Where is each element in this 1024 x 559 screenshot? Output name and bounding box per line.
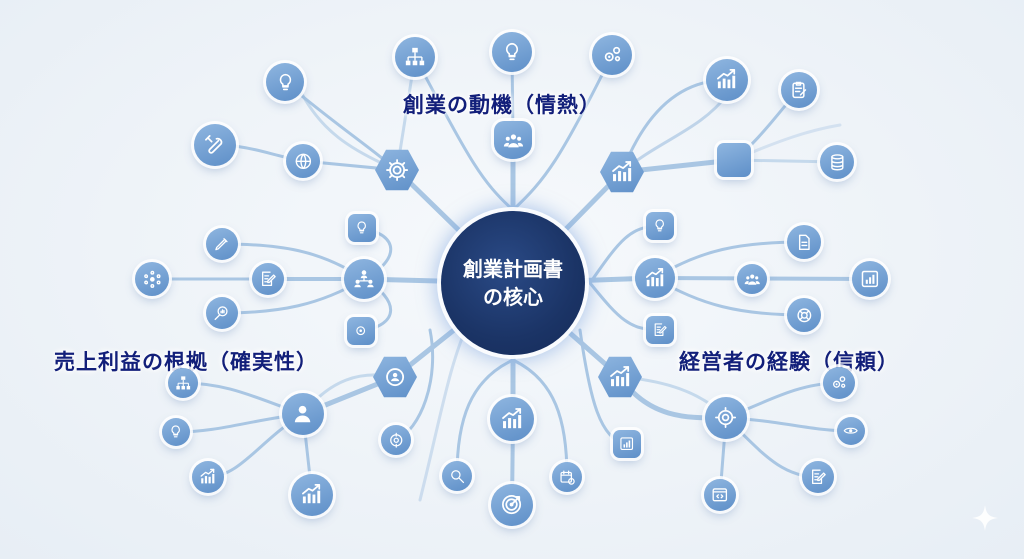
branch-label-motivation: 創業の動機（情熱） xyxy=(403,93,601,117)
node-search-b xyxy=(442,461,472,491)
user-icon xyxy=(282,393,324,435)
bullseye-icon xyxy=(491,484,533,526)
core-node: 創業計画書 の核心 xyxy=(441,211,585,355)
node-org-bl xyxy=(168,368,198,398)
node-clipboard-tr xyxy=(781,72,817,108)
database-icon xyxy=(820,145,854,179)
support-icon xyxy=(787,298,821,332)
node-bulb-bl xyxy=(162,418,190,446)
eye-icon xyxy=(837,417,865,445)
node-hub-tr xyxy=(717,143,751,177)
node-database-r xyxy=(820,145,854,179)
lightbulb-icon xyxy=(348,214,376,242)
node-pen-l xyxy=(206,228,238,260)
analytics-search-icon xyxy=(206,297,238,329)
lightbulb-icon xyxy=(266,63,304,101)
node-gear-br xyxy=(705,397,747,439)
wrench-icon xyxy=(194,124,236,166)
node-bar-r xyxy=(852,261,888,297)
growth-chart-icon xyxy=(192,461,224,493)
growth-chart-icon xyxy=(490,397,534,441)
node-code-br xyxy=(704,479,736,511)
node-bar-sq-b xyxy=(613,430,641,458)
clipboard-icon xyxy=(781,72,817,108)
node-globe-l xyxy=(286,144,320,178)
node-bulb-sq-r xyxy=(646,212,674,240)
target-icon xyxy=(381,425,411,455)
team-structure-icon xyxy=(344,259,384,299)
lightbulb-icon xyxy=(492,32,532,72)
bar-chart-icon xyxy=(852,261,888,297)
node-calendar-b xyxy=(552,462,582,492)
org-chart-icon xyxy=(395,37,435,77)
node-eye-br xyxy=(837,417,865,445)
node-org-top xyxy=(395,37,435,77)
search-icon xyxy=(442,461,472,491)
node-gear-hex-tl xyxy=(375,149,419,191)
document-edit-icon xyxy=(252,263,284,295)
node-chart-b xyxy=(490,397,534,441)
node-support-r xyxy=(787,298,821,332)
node-edit-br xyxy=(802,461,834,493)
sparkle-icon xyxy=(972,505,998,531)
team-icon xyxy=(494,121,532,159)
growth-chart-icon xyxy=(706,59,748,101)
document-icon xyxy=(787,225,821,259)
org-chart-icon xyxy=(168,368,198,398)
network-icon xyxy=(135,262,169,296)
document-edit-icon xyxy=(646,316,674,344)
team-icon xyxy=(737,264,767,294)
lightbulb-icon xyxy=(646,212,674,240)
user-gear-icon xyxy=(373,357,417,397)
node-gears-br xyxy=(823,367,855,399)
growth-chart-icon xyxy=(600,152,644,192)
node-search-l xyxy=(206,297,238,329)
node-chart-r xyxy=(635,258,675,298)
node-team-top xyxy=(494,121,532,159)
node-settings-sq-l xyxy=(347,317,375,345)
settings-gear-icon xyxy=(705,397,747,439)
node-doc-l xyxy=(252,263,284,295)
node-gear-hex-bl xyxy=(373,356,417,398)
node-bulb-sq-l xyxy=(348,214,376,242)
branch-label-experience: 経営者の経験（信頼） xyxy=(679,350,899,374)
node-chart-bl2 xyxy=(291,474,333,516)
node-doc-r xyxy=(787,225,821,259)
node-team-r xyxy=(737,264,767,294)
document-edit-icon xyxy=(802,461,834,493)
growth-chart-icon xyxy=(598,357,642,397)
node-chart-bl xyxy=(192,461,224,493)
node-wrench-l xyxy=(194,124,236,166)
calendar-icon xyxy=(552,462,582,492)
bar-chart-icon xyxy=(613,430,641,458)
settings-icon xyxy=(347,317,375,345)
growth-chart-icon xyxy=(291,474,333,516)
globe-icon xyxy=(286,144,320,178)
hub-square xyxy=(717,143,751,177)
node-gears-top xyxy=(592,35,632,75)
node-team-l xyxy=(344,259,384,299)
node-bulb-tl xyxy=(266,63,304,101)
pen-icon xyxy=(206,228,238,260)
core-title-line1: 創業計画書 xyxy=(463,257,563,281)
core-title-line2: の核心 xyxy=(483,285,543,309)
growth-chart-icon xyxy=(635,258,675,298)
gears-icon xyxy=(592,35,632,75)
code-window-icon xyxy=(704,479,736,511)
node-user-bl xyxy=(282,393,324,435)
node-target-bl xyxy=(381,425,411,455)
gears-icon xyxy=(823,367,855,399)
node-chart-tr xyxy=(706,59,748,101)
gear-icon xyxy=(375,150,419,190)
node-edit-sq-r xyxy=(646,316,674,344)
node-bulb-top xyxy=(492,32,532,72)
lightbulb-icon xyxy=(162,418,190,446)
node-network-l xyxy=(135,262,169,296)
node-target-b xyxy=(491,484,533,526)
